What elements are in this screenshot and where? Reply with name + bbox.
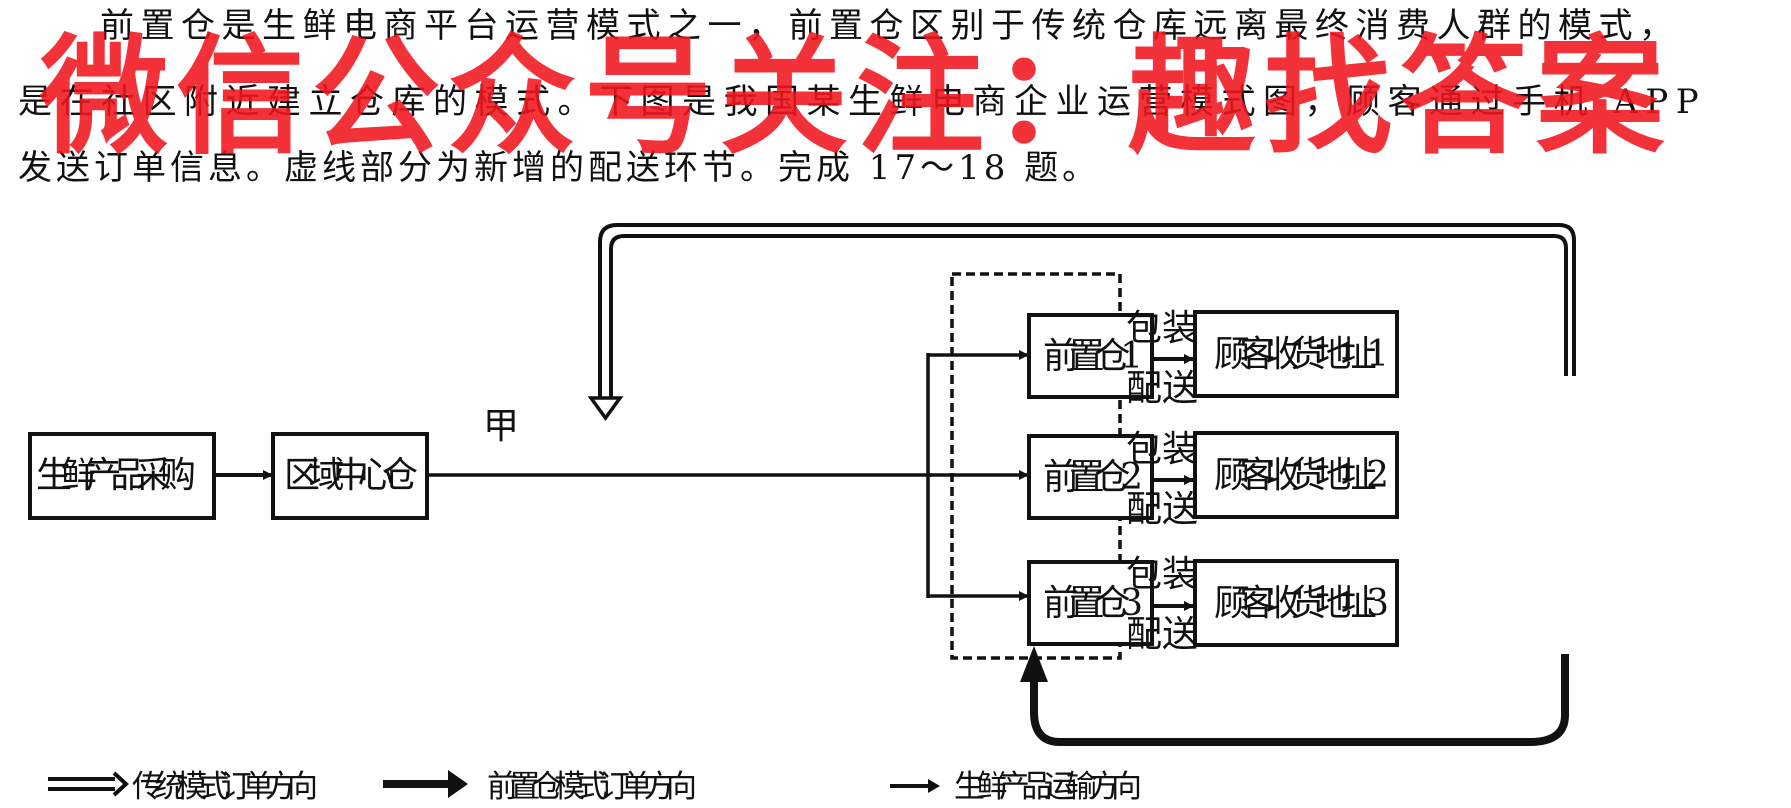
edge-label-pack-2: 包装	[1126, 429, 1198, 470]
edge-label-jia: 甲	[483, 406, 519, 447]
legend-front-warehouse-order-label: 前置仓模式订单方向	[487, 769, 697, 805]
transport-lines-center-to-front	[427, 350, 1029, 601]
node-customer-1	[1193, 310, 1399, 398]
node-customer-1-label: 顾客收货地址1	[1214, 334, 1389, 375]
legend: 传统模式订单方向 前置仓模式订单方向 生鲜产品运输方向	[48, 769, 1142, 805]
legend-product-transport-icon	[890, 779, 940, 793]
node-customer-2-label: 顾客收货地址2	[1214, 455, 1389, 496]
node-front-warehouse-1	[1027, 313, 1154, 399]
node-customer-3-label: 顾客收货地址3	[1214, 583, 1389, 624]
intro-line-2: 是在社区附近建立仓库的模式。下图是我国某生鲜电商企业运营模式图，顾客通过手机 A…	[18, 82, 1707, 122]
node-front-warehouse-3-label: 前置仓3	[1043, 583, 1143, 624]
edge-label-deliver-2: 配送	[1126, 489, 1198, 530]
node-customer-3	[1193, 559, 1399, 647]
edge-label-deliver-3: 配送	[1126, 614, 1198, 655]
intro-line-3: 发送订单信息。虚线部分为新增的配送环节。完成 17～18 题。	[18, 148, 1101, 188]
legend-traditional-order-icon	[48, 771, 129, 797]
node-regional-center-label: 区域中心仓	[284, 455, 418, 496]
legend-front-warehouse-order-icon	[383, 770, 468, 798]
traditional-order-arrow	[587, 223, 1576, 421]
node-front-warehouse-1-label: 前置仓1	[1043, 336, 1143, 377]
watermark-overlay: 微信公众号关注：趣找答案	[40, 23, 1673, 172]
edge-label-pack-3: 包装	[1126, 554, 1198, 595]
node-front-warehouse-3	[1027, 560, 1154, 646]
node-front-warehouse-2	[1027, 434, 1154, 520]
delivery-arrows	[1152, 354, 1194, 611]
node-procurement-label: 生鲜产品采购	[36, 455, 196, 496]
legend-traditional-order-label: 传统模式订单方向	[132, 769, 318, 805]
node-customer-2	[1193, 431, 1399, 519]
node-front-warehouse-2-label: 前置仓2	[1043, 457, 1143, 498]
intro-line-1: 前置仓是生鲜电商平台运营模式之一，前置仓区别于传统仓库远离最终消费人群的模式，	[100, 6, 1680, 46]
edge-label-pack-1: 包装	[1126, 308, 1198, 349]
front-warehouse-order-arrow	[1020, 646, 1569, 746]
edge-label-deliver-1: 配送	[1126, 368, 1198, 409]
legend-product-transport-label: 生鲜产品运输方向	[954, 769, 1142, 805]
